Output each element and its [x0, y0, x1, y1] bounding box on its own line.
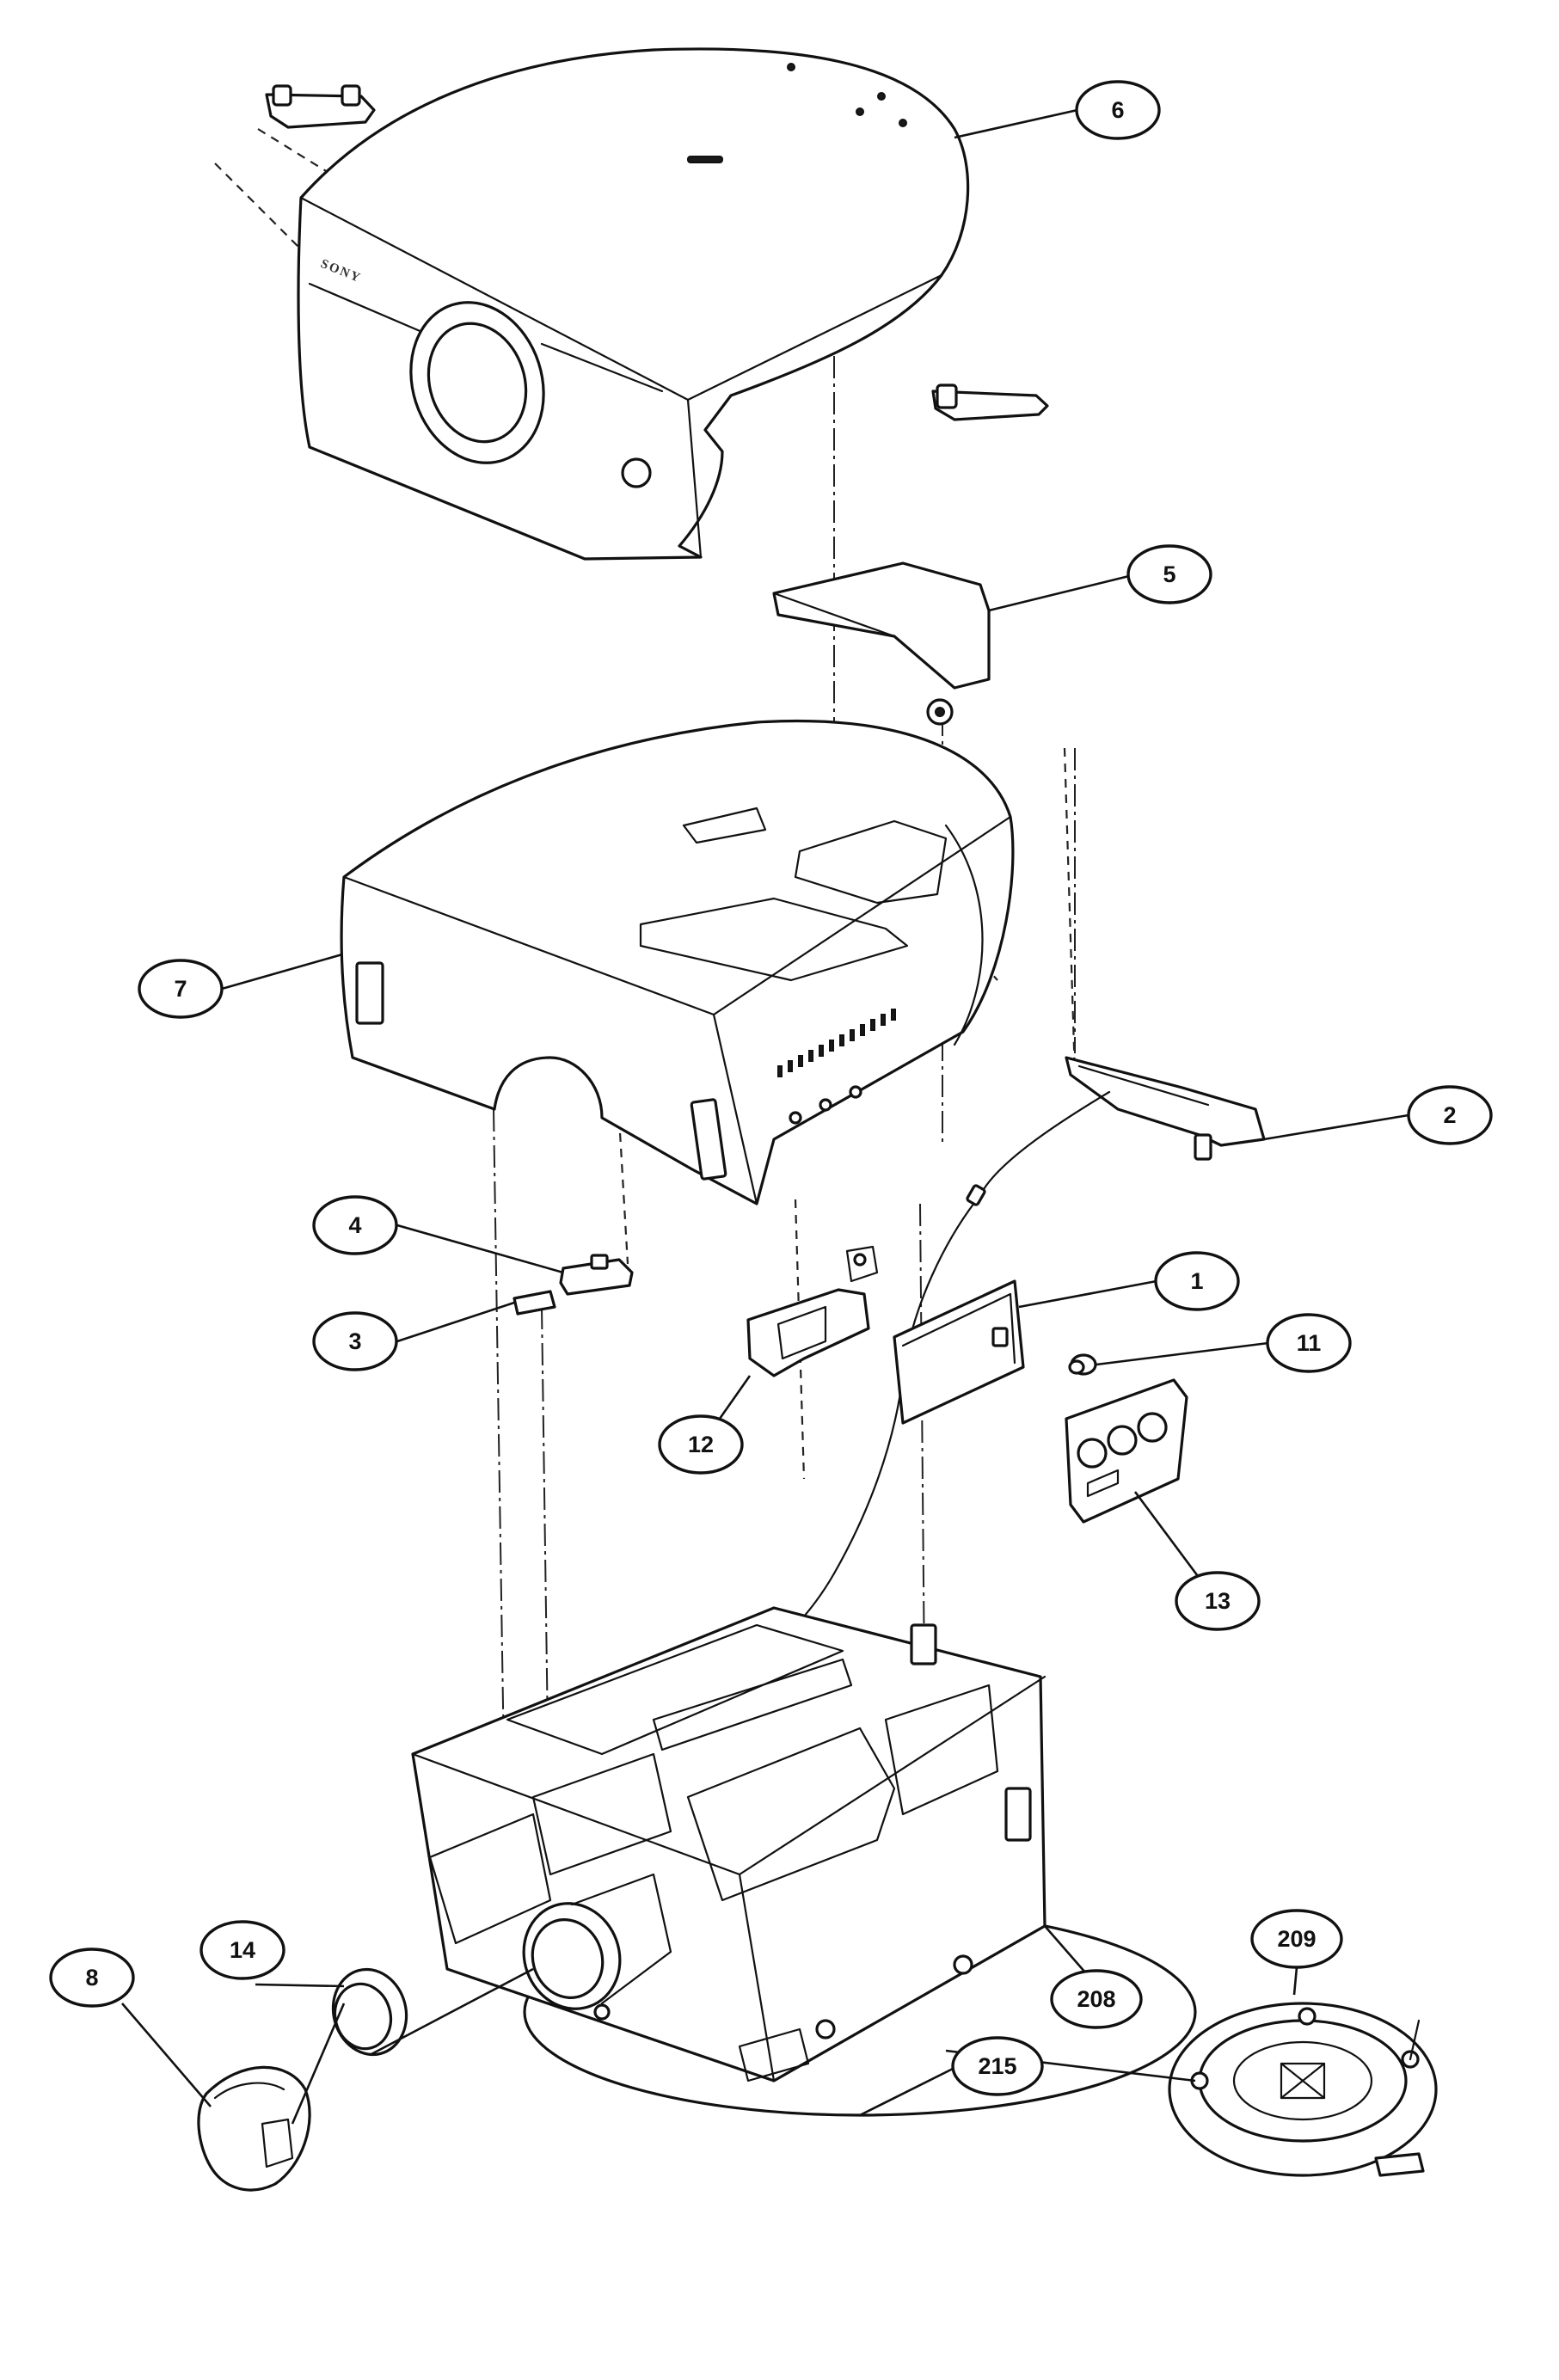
callout-215: 215: [951, 2036, 1044, 2096]
callout-label: 7: [174, 976, 187, 1002]
small-knob: [1068, 1353, 1097, 1376]
handle-clip-left: [265, 84, 376, 129]
callout-label: 2: [1443, 1102, 1456, 1128]
callout-label: 14: [230, 1937, 255, 1963]
callout-209: 209: [1250, 1909, 1343, 1969]
bracket-plate: [772, 561, 991, 726]
callout-8: 8: [49, 1948, 135, 2008]
mounting-bracket: [746, 1245, 879, 1377]
switch-bracket: [559, 1254, 634, 1296]
callout-label: 3: [348, 1328, 361, 1354]
callout-label: 215: [978, 2053, 1016, 2079]
callout-label: 13: [1205, 1588, 1231, 1614]
cabinet-vents: [777, 1009, 896, 1077]
rubber-pad: [513, 1290, 556, 1316]
callout-label: 209: [1277, 1926, 1316, 1952]
callout-3: 3: [312, 1311, 398, 1371]
callout-label: 208: [1077, 1986, 1115, 2012]
callout-7: 7: [138, 959, 224, 1019]
callout-11: 11: [1266, 1313, 1352, 1373]
callout-label: 1: [1190, 1268, 1203, 1294]
rotating-stand: [1168, 2002, 1438, 2177]
callout-label: 6: [1111, 97, 1124, 123]
callouts: 6 5 7 2 4 3 1 11: [49, 80, 1493, 2096]
main-cabinet: [340, 719, 1015, 1205]
callout-2: 2: [1407, 1085, 1493, 1145]
callout-label: 12: [688, 1432, 714, 1457]
lens-cap: [197, 2065, 311, 2192]
callout-6: 6: [1075, 80, 1161, 140]
base-chassis: [411, 1606, 1197, 2117]
callout-label: 8: [85, 1965, 98, 1990]
circuit-board: [893, 1279, 1025, 1425]
callout-14: 14: [199, 1920, 285, 1980]
callout-208: 208: [1050, 1969, 1143, 2029]
lens-ring: [331, 1967, 408, 2057]
handle-clip-right: [931, 383, 1049, 421]
connector-panel: [1065, 1378, 1188, 1524]
top-cover: SONY: [297, 47, 970, 561]
callout-label: 5: [1163, 561, 1175, 587]
callout-label: 4: [348, 1212, 361, 1238]
lamp-door: [729, 1056, 1266, 1687]
callout-12: 12: [658, 1414, 744, 1475]
leader-lines: [121, 108, 1409, 2125]
callout-13: 13: [1175, 1571, 1261, 1631]
callout-4: 4: [312, 1195, 398, 1255]
callout-5: 5: [1126, 544, 1212, 604]
callout-1: 1: [1154, 1251, 1240, 1311]
callout-label: 11: [1297, 1330, 1322, 1356]
